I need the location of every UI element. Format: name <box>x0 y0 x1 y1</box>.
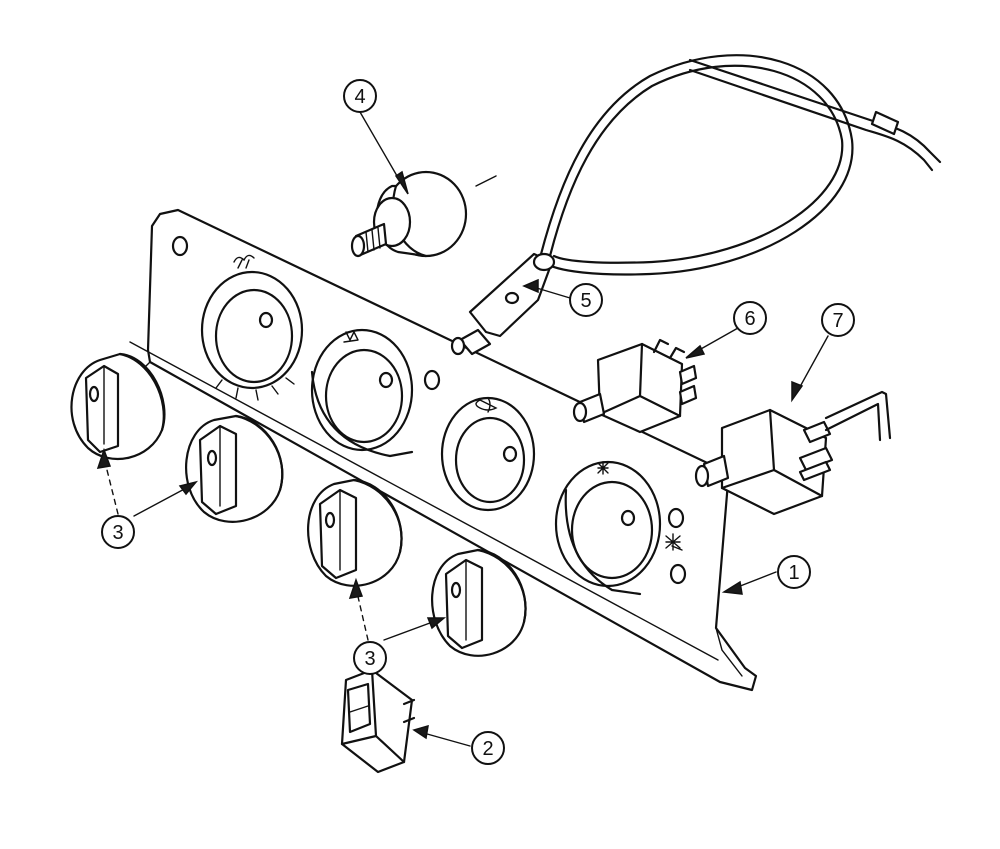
callout-5: 5 <box>569 283 603 317</box>
push-switch <box>572 338 698 434</box>
callout-7-label: 7 <box>832 310 843 332</box>
dial-opening-2 <box>310 328 414 458</box>
cold-max-symbol-icon <box>665 533 683 551</box>
callout-3-left: 3 <box>101 515 135 549</box>
knob-4 <box>431 548 527 657</box>
dial-opening-1 <box>200 270 304 401</box>
callout-1: 1 <box>777 555 811 589</box>
leader-lines <box>96 111 829 747</box>
callout-5-label: 5 <box>580 290 591 312</box>
rocker-switch <box>340 668 416 774</box>
dial-opening-4 <box>554 460 662 596</box>
defrost-symbol-icon <box>233 254 255 269</box>
callout-6-label: 6 <box>744 308 755 330</box>
heat-symbol-icon <box>343 330 359 343</box>
callout-2-label: 2 <box>482 738 493 760</box>
callout-4: 4 <box>343 79 377 113</box>
callout-7: 7 <box>821 303 855 337</box>
callout-3-right-label: 3 <box>364 648 375 670</box>
callout-2: 2 <box>471 731 505 765</box>
callout-4-label: 4 <box>354 86 365 108</box>
potentiometer <box>350 170 497 258</box>
knob-3 <box>307 478 403 587</box>
knob-1 <box>70 352 166 461</box>
callout-3-left-label: 3 <box>112 522 123 544</box>
wired-switch <box>694 390 892 516</box>
thermostat-sensor <box>450 54 942 356</box>
callout-6: 6 <box>733 301 767 335</box>
callout-1-label: 1 <box>788 562 799 584</box>
callout-3-right: 3 <box>353 641 387 675</box>
knob-2 <box>185 414 284 523</box>
cold-symbol-icon <box>597 461 609 475</box>
fan-symbol-icon <box>475 397 498 413</box>
